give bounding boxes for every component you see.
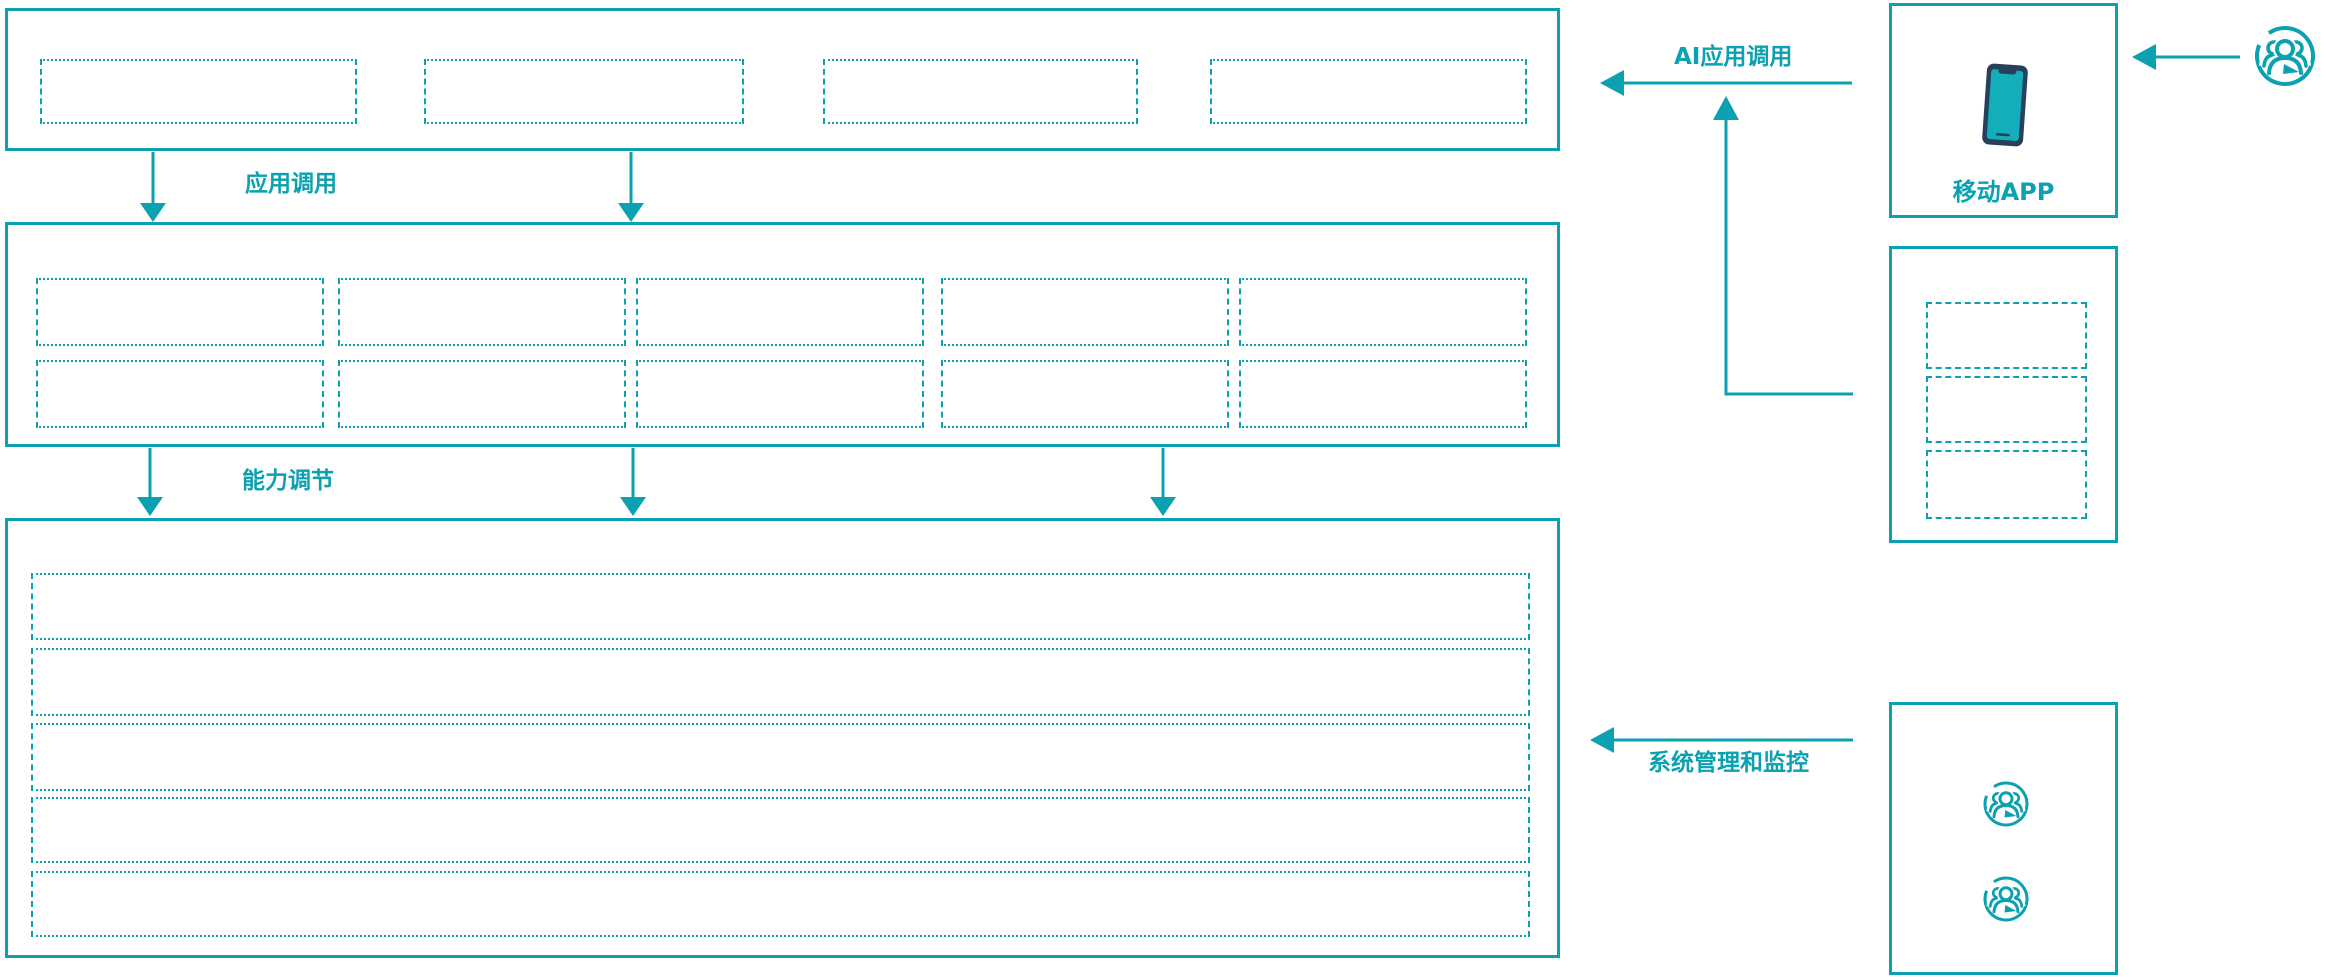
mobile-app-label: 移动APP [1952, 178, 2055, 206]
user-group-icon [2253, 24, 2317, 88]
capability-arrow-1 [137, 448, 163, 516]
services-panel [1889, 246, 2118, 543]
capability-layer-box [5, 222, 1560, 447]
app-layer-box [5, 8, 1560, 151]
user-group-icon [1982, 875, 2030, 923]
capability-placeholder-7 [338, 360, 626, 428]
capability-placeholder-9 [941, 360, 1229, 428]
ai-call-up-connector [1713, 96, 1853, 396]
app-layer-placeholder-1 [40, 59, 357, 124]
capability-placeholder-8 [636, 360, 924, 428]
ai-app-call-label: AI应用调用 [1674, 44, 1793, 70]
app-call-arrow-1 [140, 152, 166, 222]
admin-panel [1889, 702, 2118, 975]
platform-layer-row-3 [31, 723, 1530, 791]
user-group-icon [1982, 780, 2030, 828]
platform-layer-row-4 [31, 797, 1530, 863]
capability-placeholder-5 [1239, 278, 1527, 346]
app-call-arrow-2 [618, 152, 644, 222]
ai-app-call-arrow [1600, 70, 1852, 96]
platform-layer-box [5, 518, 1560, 958]
capability-placeholder-2 [338, 278, 626, 346]
app-call-label: 应用调用 [245, 171, 337, 197]
capability-placeholder-1 [36, 278, 324, 346]
platform-layer-row-2 [31, 648, 1530, 716]
capability-placeholder-6 [36, 360, 324, 428]
platform-layer-row-1 [31, 573, 1530, 640]
services-placeholder-3 [1926, 450, 2087, 519]
capability-adjust-label: 能力调节 [242, 468, 334, 494]
mobile-app-box: 移动APP [1889, 3, 2118, 218]
platform-layer-row-5 [31, 871, 1530, 937]
capability-placeholder-3 [636, 278, 924, 346]
capability-arrow-2 [620, 448, 646, 516]
user-to-app-arrow [2132, 44, 2240, 70]
services-placeholder-2 [1926, 376, 2087, 443]
capability-arrow-3 [1150, 448, 1176, 516]
capability-placeholder-4 [941, 278, 1229, 346]
app-layer-placeholder-3 [823, 59, 1138, 124]
app-layer-placeholder-2 [424, 59, 744, 124]
system-monitor-label: 系统管理和监控 [1648, 750, 1809, 776]
services-placeholder-1 [1926, 302, 2087, 369]
app-layer-placeholder-4 [1210, 59, 1527, 124]
capability-placeholder-10 [1239, 360, 1527, 428]
smartphone-icon [1980, 62, 2030, 149]
